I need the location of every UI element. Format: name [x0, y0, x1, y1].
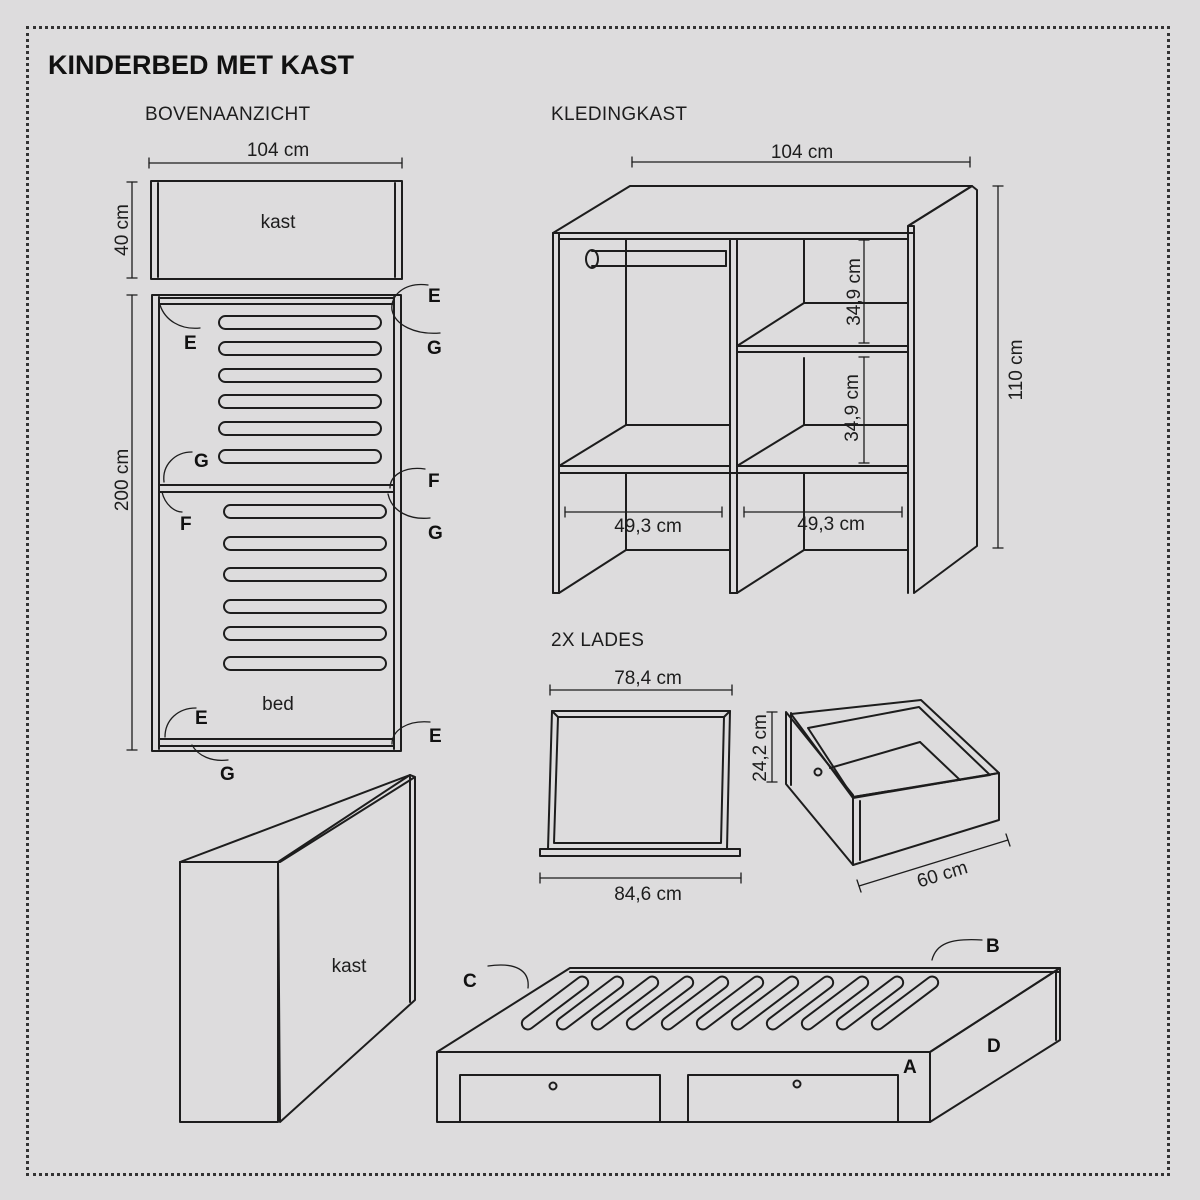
top-view-depth-label: 40 cm	[112, 204, 133, 256]
drawer-front-view	[539, 710, 741, 857]
callout-f-mid-left: F	[180, 514, 192, 535]
page-title: KINDERBED MET KAST	[48, 50, 355, 80]
callout-c: C	[463, 971, 477, 992]
cabinet-3d: kast	[179, 774, 416, 1123]
top-view: BOVENAANZICHT 104 cm 40 cm kast 2	[112, 104, 443, 785]
drawers: 2X LADES 78,4 cm 84,6 cm 24,2 cm	[539, 630, 1011, 905]
wardrobe-height-label: 110 cm	[1006, 340, 1027, 401]
callout-e-top-left: E	[184, 333, 197, 354]
top-view-heading: BOVENAANZICHT	[145, 104, 311, 125]
wardrobe-compartment-dimensions: 49,3 cm 49,3 cm	[564, 506, 903, 537]
shelf-height-upper-label: 34,9 cm	[844, 258, 865, 326]
callout-e-top-right: E	[428, 286, 441, 307]
drawer-inner-width-dimension: 78,4 cm	[549, 668, 733, 696]
shelf-height-lower-label: 34,9 cm	[842, 374, 863, 442]
callout-b: B	[986, 936, 1000, 957]
top-view-length-label: 200 cm	[112, 449, 133, 511]
top-view-cabinet-label: kast	[261, 212, 297, 233]
top-view-width-label: 104 cm	[247, 140, 309, 161]
top-view-width-dimension: 104 cm	[148, 140, 403, 169]
wardrobe-body	[552, 185, 978, 594]
callout-g-top-right: G	[427, 338, 442, 359]
bed-3d-slots	[520, 975, 940, 1031]
top-view-lower-slots	[223, 504, 387, 671]
wardrobe-shelf-dimensions: 34,9 cm 34,9 cm	[842, 239, 870, 464]
compartment-left-label: 49,3 cm	[614, 516, 682, 537]
wardrobe-heading: KLEDINGKAST	[551, 104, 687, 125]
top-view-depth-dimension: 40 cm	[112, 181, 138, 279]
callout-g-mid-right: G	[428, 523, 443, 544]
drawer-front-width-dimension: 84,6 cm	[539, 872, 742, 905]
drawer-height-label: 24,2 cm	[750, 714, 771, 782]
drawer-3d-view	[785, 699, 1000, 866]
bed-3d: C B A D	[436, 936, 1061, 1123]
bed-3d-callouts: C B A D	[463, 936, 1001, 1078]
drawer-inner-width-label: 78,4 cm	[614, 668, 682, 689]
top-view-callouts: E E G G F F G E E G	[159, 283, 443, 785]
dotted-frame	[26, 26, 1170, 1176]
top-view-bed: bed	[151, 294, 402, 752]
callout-f-mid-right: F	[428, 471, 440, 492]
wardrobe-width-dimension: 104 cm	[631, 142, 971, 168]
bed-3d-drawers	[459, 1074, 899, 1123]
drawer-depth-dimension: 60 cm	[856, 833, 1011, 893]
compartment-right-label: 49,3 cm	[797, 514, 865, 535]
top-view-cabinet: kast	[150, 180, 403, 280]
top-view-upper-slots	[218, 315, 382, 464]
drawer-height-dimension: 24,2 cm	[750, 711, 778, 783]
top-view-bed-label: bed	[262, 694, 294, 715]
drawer-front-width-label: 84,6 cm	[614, 884, 682, 905]
wardrobe: KLEDINGKAST 104 cm 110 cm	[551, 104, 1027, 594]
wardrobe-width-label: 104 cm	[771, 142, 833, 163]
drawer-depth-label: 60 cm	[915, 857, 971, 892]
cabinet-3d-label: kast	[332, 956, 368, 977]
callout-e-bottom-left: E	[195, 708, 208, 729]
wardrobe-height-dimension: 110 cm	[992, 185, 1027, 549]
top-view-length-dimension: 200 cm	[112, 294, 138, 751]
callout-g-bottom: G	[220, 764, 235, 785]
callout-d: D	[987, 1036, 1001, 1057]
drawers-heading: 2X LADES	[551, 630, 644, 651]
callout-e-bottom-right: E	[429, 726, 442, 747]
callout-a: A	[903, 1057, 917, 1078]
callout-g-mid-left: G	[194, 451, 209, 472]
